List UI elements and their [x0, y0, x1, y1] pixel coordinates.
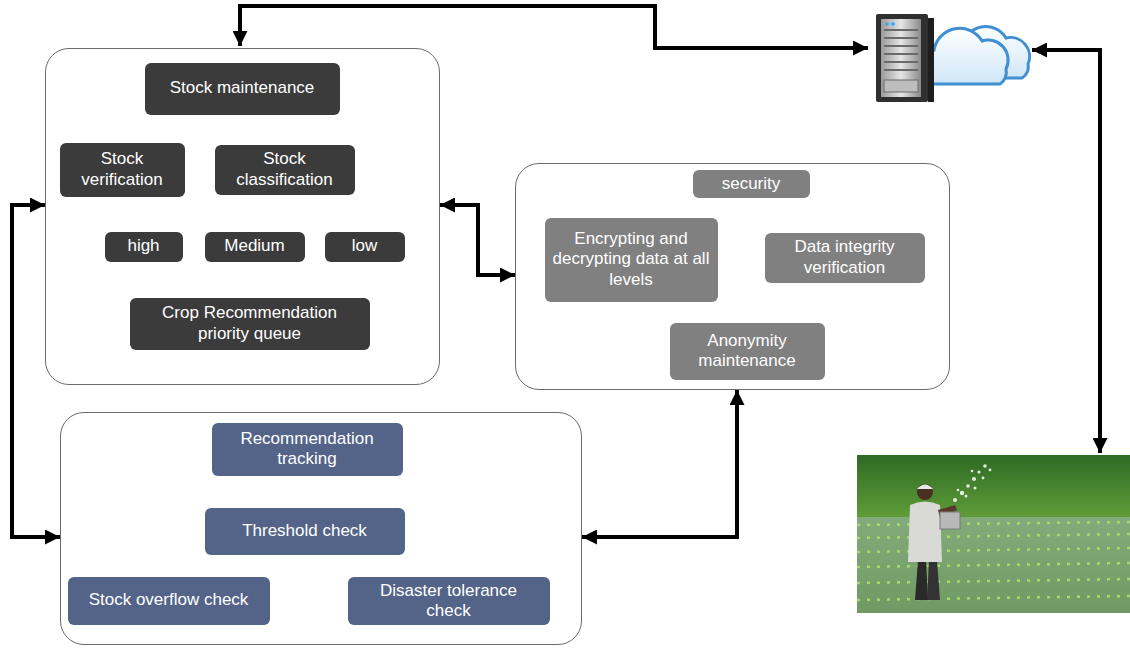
farmer-photo — [857, 455, 1130, 613]
box-label: Medium — [224, 236, 284, 256]
box-label: Stock classification — [223, 149, 347, 190]
process-box: Stock overflow check — [68, 577, 270, 625]
box-label: Encrypting and decrypting data at all le… — [553, 229, 710, 290]
process-box: Recommendation tracking — [212, 423, 403, 476]
process-box: Encrypting and decrypting data at all le… — [545, 218, 718, 302]
field-wire — [1032, 50, 1100, 453]
process-box: Stock verification — [60, 143, 185, 197]
level-box: low — [325, 232, 405, 262]
box-label: Disaster tolerance check — [356, 581, 542, 622]
box-label: Data integrity verification — [773, 237, 917, 278]
cloud-wire — [240, 6, 868, 48]
process-box: Threshold check — [205, 508, 405, 555]
box-label: Stock verification — [68, 149, 177, 190]
process-box: Stock maintenance — [145, 63, 340, 115]
group-panel: securityEncrypting and decrypting data a… — [515, 163, 950, 390]
group-panel: Stock maintenanceStock verification Stock… — [45, 48, 440, 385]
box-label: low — [352, 236, 378, 256]
process-box: Data integrity verification — [765, 233, 925, 283]
process-box: security — [693, 170, 810, 198]
group-panel: Recommendation trackingThreshold checkSt… — [60, 412, 582, 645]
process-box: Stock classification — [215, 145, 355, 195]
box-label: high — [127, 236, 159, 256]
box-label: Threshold check — [242, 521, 367, 541]
process-box: Anonymity maintenance — [670, 323, 825, 380]
level-box: Medium — [205, 232, 305, 262]
box-label: Recommendation tracking — [220, 429, 395, 470]
box-label: security — [722, 174, 781, 194]
box-label: Stock maintenance — [170, 78, 315, 98]
box-label: Crop Recommendation priority queue — [138, 303, 362, 344]
level-box: high — [105, 232, 183, 262]
process-box: Crop Recommendation priority queue — [130, 298, 370, 350]
box-label: Stock overflow check — [89, 590, 249, 610]
connector-arrow — [582, 390, 737, 537]
server-cloud-icon — [876, 14, 1030, 102]
box-label: Anonymity maintenance — [678, 331, 817, 372]
process-box: Disaster tolerance check — [348, 577, 550, 626]
connector-arrow — [440, 205, 515, 275]
